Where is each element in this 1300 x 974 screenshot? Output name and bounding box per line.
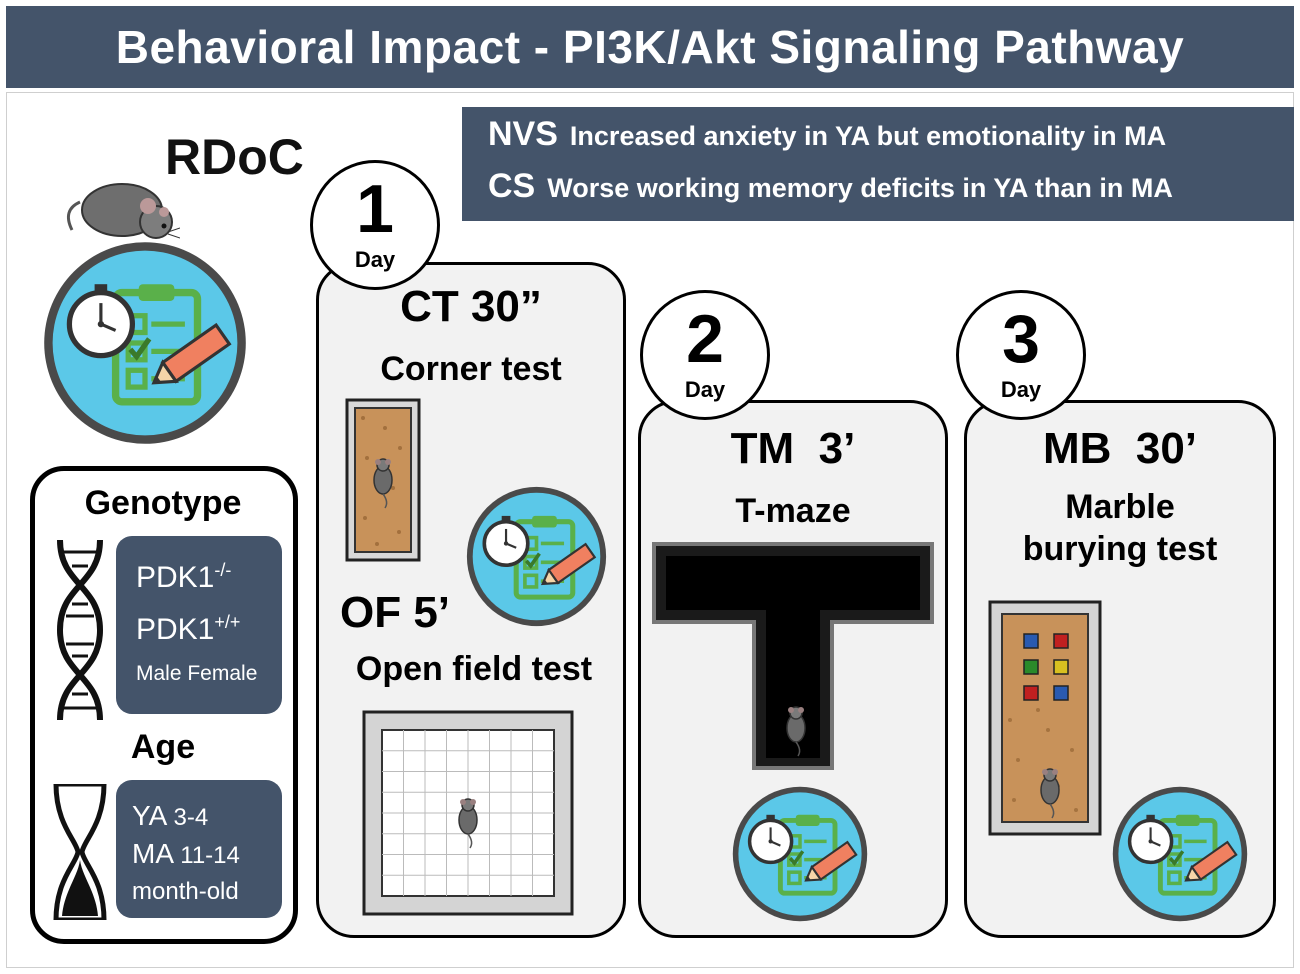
- rdoc-assessment-icon: [40, 238, 250, 448]
- summary-key: CS: [488, 167, 536, 205]
- test-name: Open field test: [355, 650, 593, 688]
- test-name: Marble burying test: [964, 486, 1276, 570]
- sex-label: Male Female: [136, 662, 258, 685]
- test-code: MB 30’: [1042, 424, 1198, 473]
- dna-icon: [56, 540, 104, 720]
- day-number: 3: [1002, 301, 1040, 377]
- day-label: Day: [684, 377, 726, 402]
- hourglass-icon: [53, 784, 107, 920]
- corner-test-arena: [345, 398, 421, 562]
- genotype-box: PDK1-/- PDK1+/+ Male Female: [116, 536, 282, 714]
- genotype-sup: -/-: [214, 560, 232, 580]
- summary-row-cs: CS Worse working memory deficits in YA t…: [488, 167, 1294, 219]
- mouse-icon: [66, 183, 180, 239]
- test-name-line: burying test: [1022, 530, 1218, 568]
- summary-key: NVS: [488, 115, 558, 153]
- summary-row-nvs: NVS Increased anxiety in YA but emotiona…: [488, 115, 1294, 167]
- genotype-heading: Genotype: [84, 484, 242, 522]
- age-heading: Age: [130, 728, 196, 766]
- open-field-arena: [362, 710, 574, 916]
- day3-badge: 3 Day: [956, 290, 1086, 420]
- age-label: YA: [132, 800, 166, 831]
- test-code: TM 3’: [730, 424, 856, 473]
- assessment-icon: [730, 784, 870, 924]
- marble-burying-cage: [988, 600, 1102, 836]
- content-frame: [6, 92, 1294, 968]
- day-number: 1: [356, 171, 394, 247]
- test-name-line: Marble: [1065, 488, 1175, 526]
- day-label: Day: [1000, 377, 1042, 402]
- t-maze-apparatus: [652, 542, 934, 770]
- page-title: Behavioral Impact - PI3K/Akt Signaling P…: [115, 21, 1185, 73]
- age-unit: month-old: [132, 878, 239, 905]
- assessment-icon: [464, 484, 609, 629]
- assessment-icon: [1110, 784, 1250, 924]
- summary-text: Increased anxiety in YA but emotionality…: [569, 121, 1167, 151]
- age-box: YA 3-4 MA 11-14 month-old: [116, 780, 282, 918]
- age-row-ma: MA 11-14: [132, 838, 240, 870]
- rdoc-label: RDoC: [165, 129, 304, 185]
- summary-text: Worse working memory deficits in YA than…: [547, 173, 1173, 203]
- title-banner: Behavioral Impact - PI3K/Akt Signaling P…: [6, 6, 1294, 88]
- genotype-label: PDK1: [136, 561, 215, 594]
- age-range: 3-4: [173, 804, 209, 831]
- day2-badge: 2 Day: [640, 290, 770, 420]
- age-range: 11-14: [180, 842, 240, 869]
- genotype-sup: +/+: [214, 612, 241, 632]
- genotype-ko: PDK1-/-: [136, 560, 231, 595]
- day-label: Day: [354, 247, 396, 272]
- findings-summary: NVS Increased anxiety in YA but emotiona…: [462, 107, 1294, 221]
- test-name: Corner test: [380, 350, 562, 388]
- title-bar: Behavioral Impact - PI3K/Akt Signaling P…: [0, 0, 1300, 92]
- age-row-ya: YA 3-4: [132, 800, 208, 832]
- genotype-wt: PDK1+/+: [136, 612, 240, 647]
- test-code: OF 5’: [340, 588, 451, 637]
- genotype-label: PDK1: [136, 613, 215, 646]
- age-label: MA: [132, 838, 173, 869]
- test-name: T-maze: [735, 492, 851, 530]
- day1-badge: 1 Day: [310, 160, 440, 290]
- day-number: 2: [686, 301, 724, 377]
- test-code: CT 30”: [400, 282, 542, 331]
